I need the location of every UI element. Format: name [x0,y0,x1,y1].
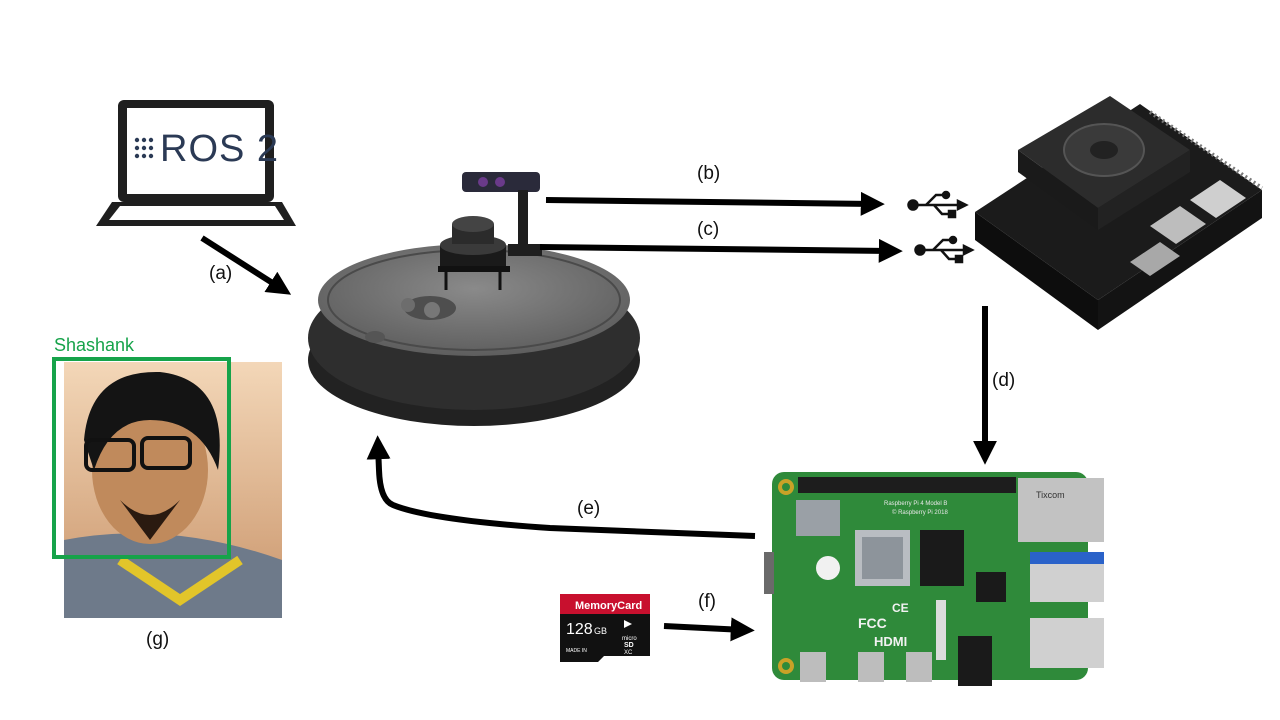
arrow-e [378,446,755,536]
pi-ce-text: CE [892,601,909,615]
memory-card-sd-line2: SD [624,642,634,649]
pi-copyright-text: © Raspberry Pi 2018 [892,509,948,516]
label-g: (g) [146,629,169,651]
pi-hdmi-text: HDMI [874,634,907,649]
arrow-f [664,626,744,630]
label-d: (d) [992,370,1015,392]
memory-card-unit: GB [594,626,607,636]
pi-model-text: Raspberry Pi 4 Model B [884,501,947,507]
label-a: (a) [209,263,232,285]
face-photo [64,362,282,618]
usb-icon [916,237,973,262]
pi-fcc-text: FCC [858,615,887,631]
memory-card-sd-line3: XC [624,650,633,656]
label-b: (b) [697,163,720,185]
label-e: (e) [577,498,600,520]
arrow-c [540,247,892,251]
face-name-label: Shashank [54,335,134,356]
usb-icon [909,192,967,217]
robot [308,172,640,426]
memory-card-made-in: MADE IN [566,648,587,654]
memory-card-brand: MemoryCard [575,600,642,612]
arrow-b [546,200,874,204]
ros2-logo-text: ROS 2 [160,128,279,171]
label-c: (c) [697,219,719,241]
ethernet-brand-text: Tixcom [1036,490,1065,500]
jetson-board [975,96,1262,330]
label-f: (f) [698,591,716,613]
ros-dots-icon [135,138,153,158]
memory-card-capacity: 128 [566,621,593,638]
